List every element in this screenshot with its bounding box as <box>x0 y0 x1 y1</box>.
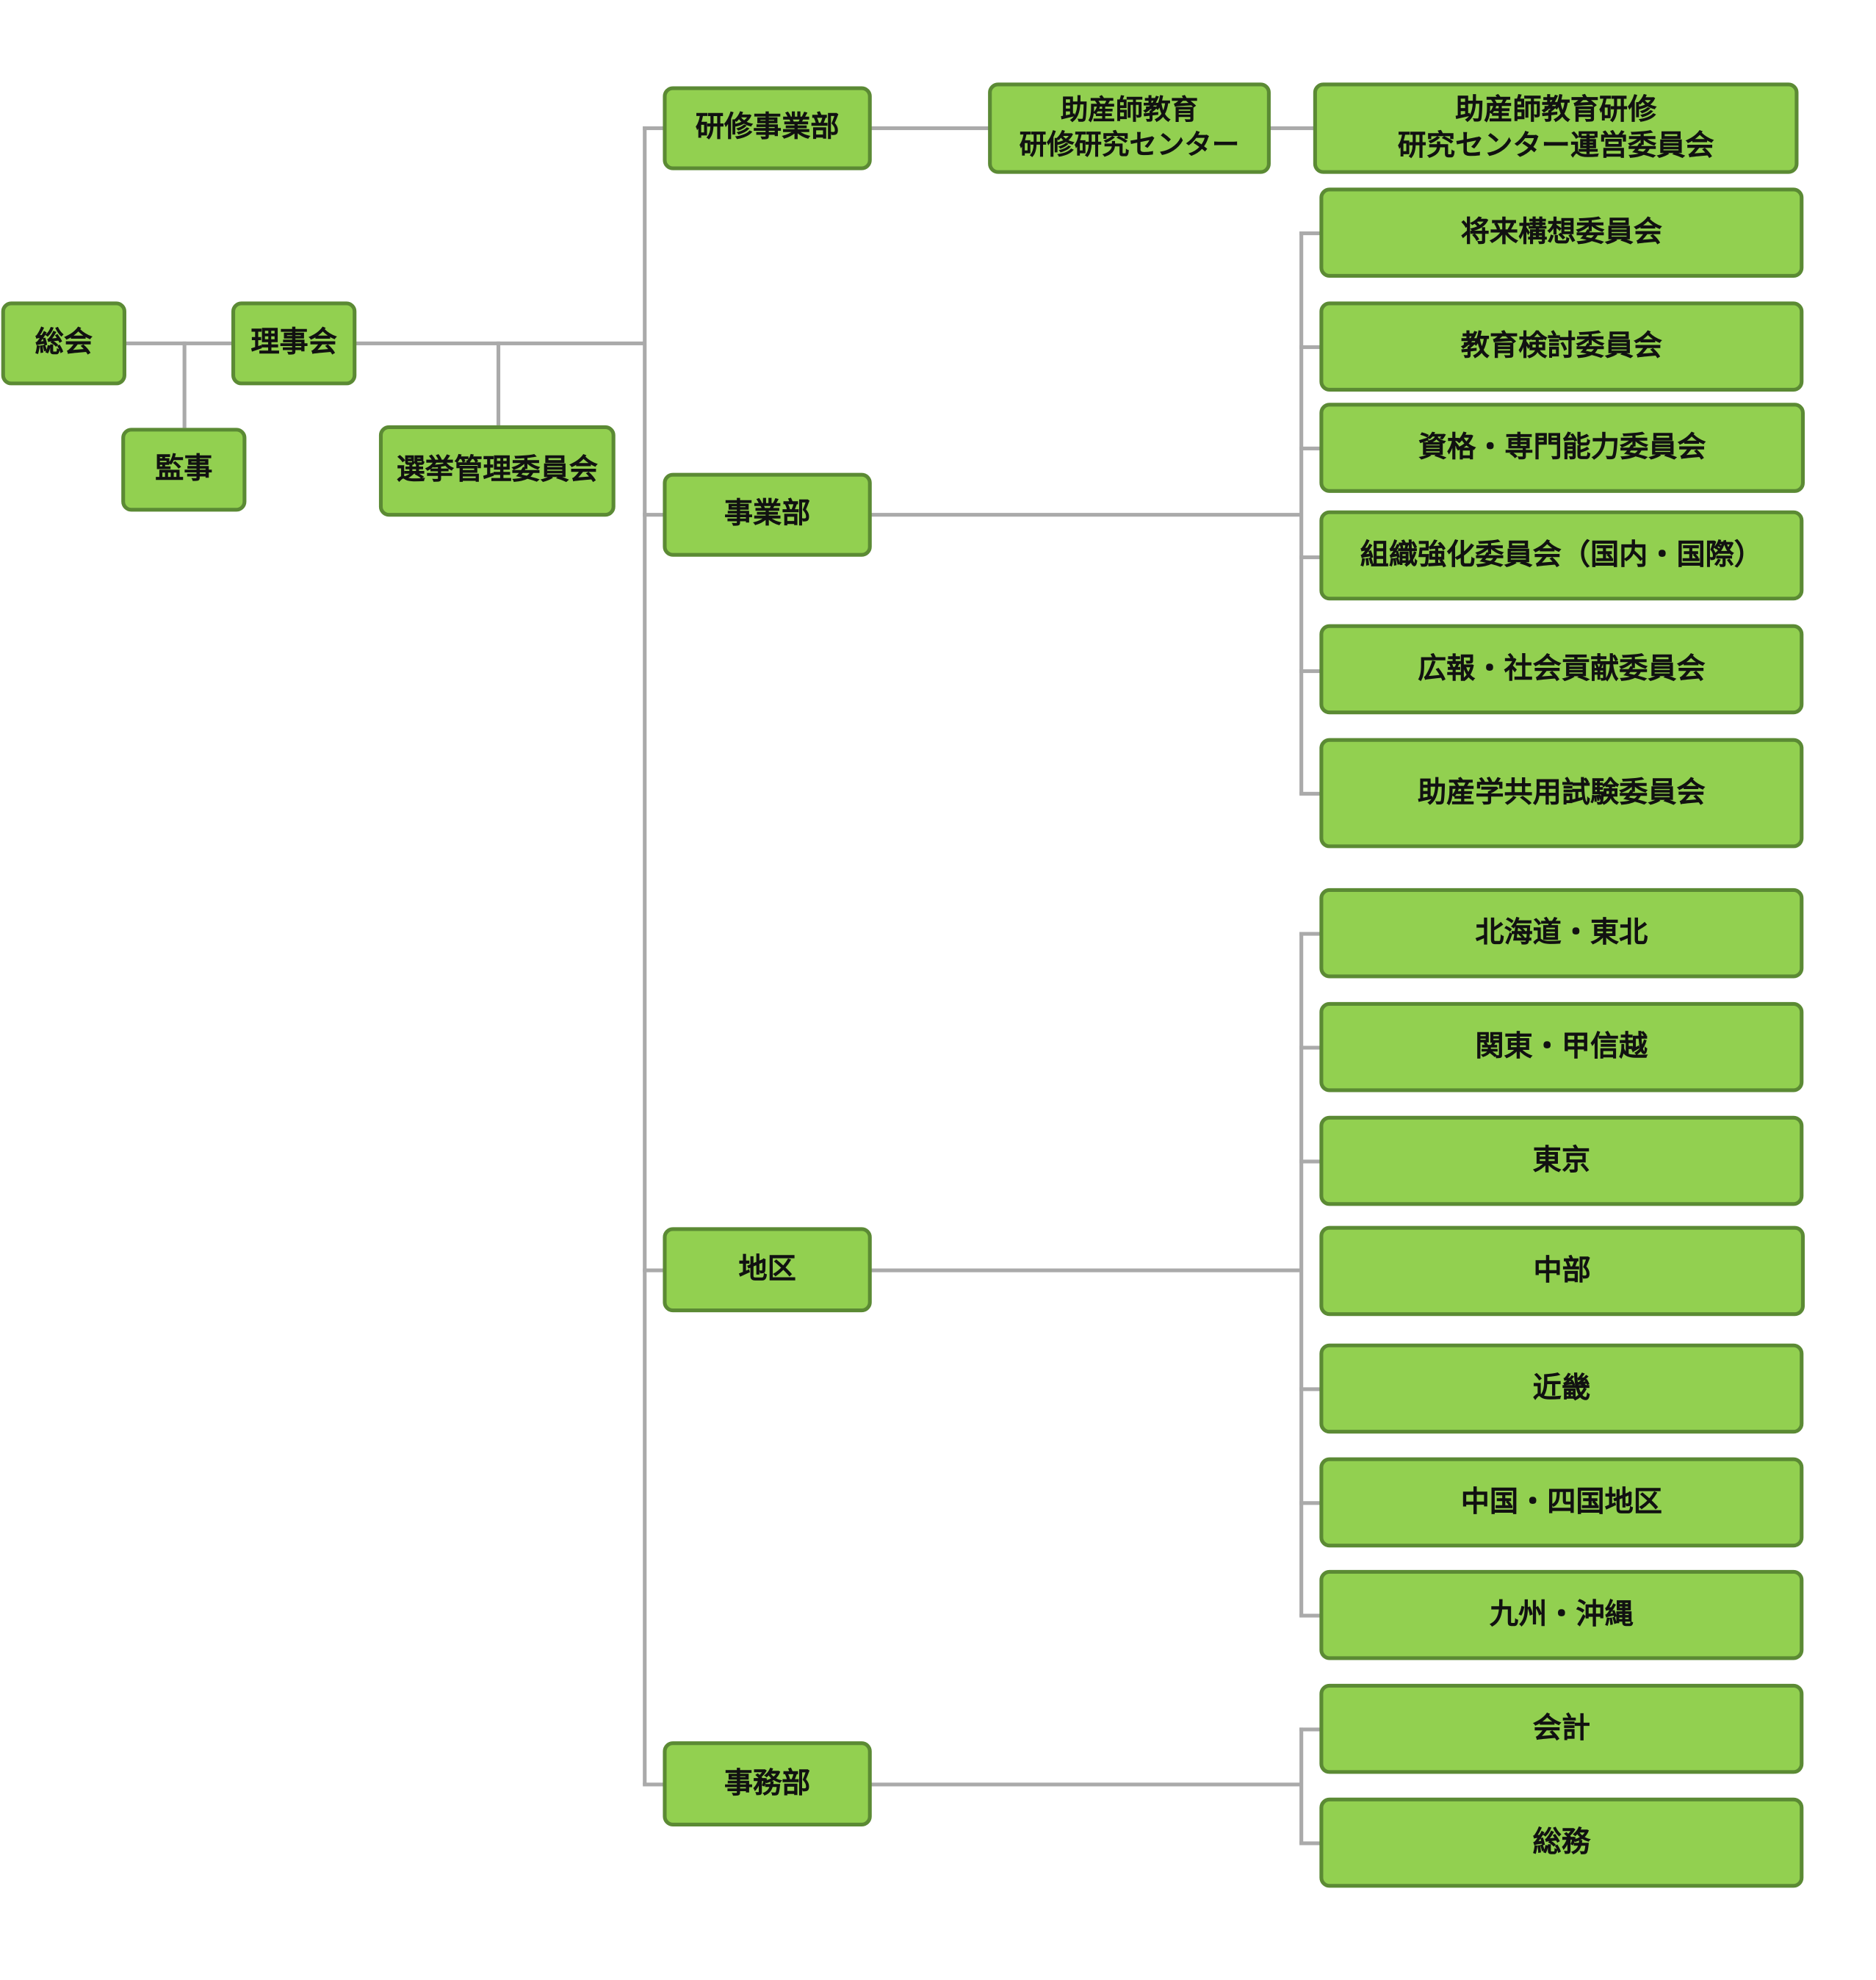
connector <box>355 341 646 345</box>
region-node: 関東・甲信越 <box>1319 1001 1804 1092</box>
committee-node: 広報・社会貢献委員会 <box>1319 624 1804 715</box>
connector <box>1299 932 1321 935</box>
connector <box>125 341 233 345</box>
committee-node: 助産学共用試験委員会 <box>1319 738 1804 849</box>
connector <box>1299 231 1303 795</box>
committee-node: 組織強化委員会（国内・国際） <box>1319 510 1804 601</box>
regions-division-node: 地区 <box>663 1227 872 1313</box>
connector <box>1299 1727 1303 1844</box>
region-node: 中部 <box>1319 1225 1805 1317</box>
connector <box>496 341 500 425</box>
training-center-node: 助産師教育 研修研究センター <box>988 82 1271 174</box>
connector <box>1299 669 1321 673</box>
region-node: 北海道・東北 <box>1319 888 1804 979</box>
committee-node: 将来構想委員会 <box>1319 187 1804 278</box>
region-node: 東京 <box>1319 1115 1804 1206</box>
connector <box>1299 231 1321 235</box>
connector <box>1299 555 1321 559</box>
connector <box>1299 1613 1321 1617</box>
region-node: 九州・沖縄 <box>1319 1569 1804 1660</box>
connector <box>1299 1501 1321 1505</box>
business-division-node: 事業部 <box>663 472 872 557</box>
connector <box>1299 1159 1321 1163</box>
committee-node: 資格・専門能力委員会 <box>1319 403 1805 493</box>
connector <box>1299 345 1321 349</box>
connector <box>1299 791 1321 796</box>
general-affairs-node: 総務 <box>1319 1797 1804 1888</box>
connector <box>1299 1045 1321 1049</box>
connector <box>643 126 646 1785</box>
region-node: 中国・四国地区 <box>1319 1457 1804 1548</box>
connector <box>182 341 186 428</box>
connector <box>870 513 1302 516</box>
connector <box>643 1268 665 1272</box>
connector <box>1299 1841 1321 1845</box>
region-node: 近畿 <box>1319 1343 1804 1434</box>
accounting-node: 会計 <box>1319 1683 1804 1774</box>
connector <box>643 513 665 516</box>
connector <box>870 1782 1302 1786</box>
connector <box>1299 446 1321 450</box>
connector <box>643 126 665 130</box>
connector <box>1299 932 1303 1616</box>
general-assembly-node: 総会 <box>1 301 126 386</box>
committee-node: 教育検討委員会 <box>1319 301 1804 392</box>
connector <box>643 1782 665 1786</box>
training-division-node: 研修事業部 <box>663 86 872 170</box>
connector <box>870 1268 1302 1272</box>
board-node: 理事会 <box>231 301 357 386</box>
secretariat-division-node: 事務部 <box>663 1741 872 1826</box>
connector <box>870 126 989 130</box>
connector <box>1299 1387 1321 1391</box>
connector <box>1269 126 1315 130</box>
connector <box>1299 1727 1321 1731</box>
auditor-node: 監事 <box>121 428 247 512</box>
election-committee-node: 選挙管理委員会 <box>378 425 616 517</box>
training-center-committee-node: 助産師教育研修 研究センター運営委員会 <box>1313 82 1799 174</box>
